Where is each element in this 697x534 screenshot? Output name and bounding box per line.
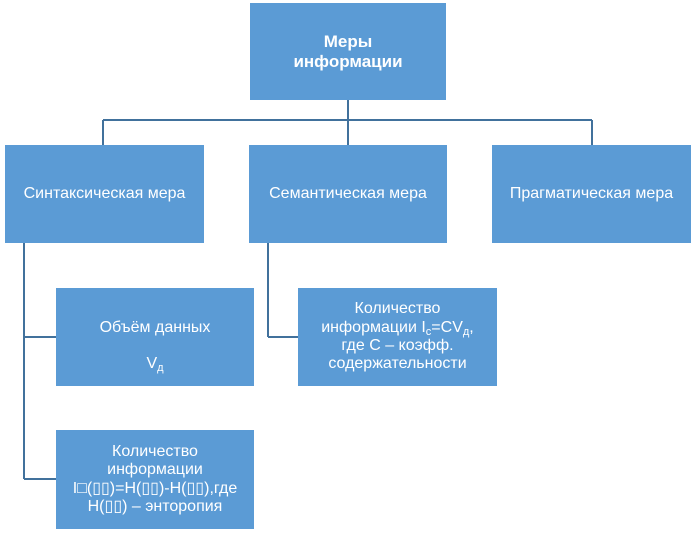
semantic-measure-box: Семантическая мера bbox=[249, 145, 447, 243]
root-label: Меры информации bbox=[293, 31, 403, 71]
root-box: Меры информации bbox=[250, 3, 446, 100]
syntactic-measure-box: Синтаксическая мера bbox=[5, 145, 204, 243]
syntactic-information-amount-label: Количество информации I□(▯▯)=H(▯▯)-H(▯▯)… bbox=[72, 442, 238, 515]
pragmatic-measure-box: Прагматическая мера bbox=[492, 145, 691, 243]
data-volume-label: Объём данных Vд bbox=[99, 318, 211, 375]
semantic-information-amount-label: Количество информации Ic=CVд, где С – ко… bbox=[321, 300, 474, 373]
data-volume-box: Объём данных Vд bbox=[56, 288, 254, 386]
syntactic-measure-label: Синтаксическая мера bbox=[23, 184, 186, 202]
pragmatic-measure-label: Прагматическая мера bbox=[509, 184, 674, 202]
syntactic-information-amount-box: Количество информации I□(▯▯)=H(▯▯)-H(▯▯)… bbox=[56, 430, 254, 529]
semantic-information-amount-box: Количество информации Ic=CVд, где С – ко… bbox=[298, 288, 497, 386]
semantic-measure-label: Семантическая мера bbox=[269, 184, 427, 202]
